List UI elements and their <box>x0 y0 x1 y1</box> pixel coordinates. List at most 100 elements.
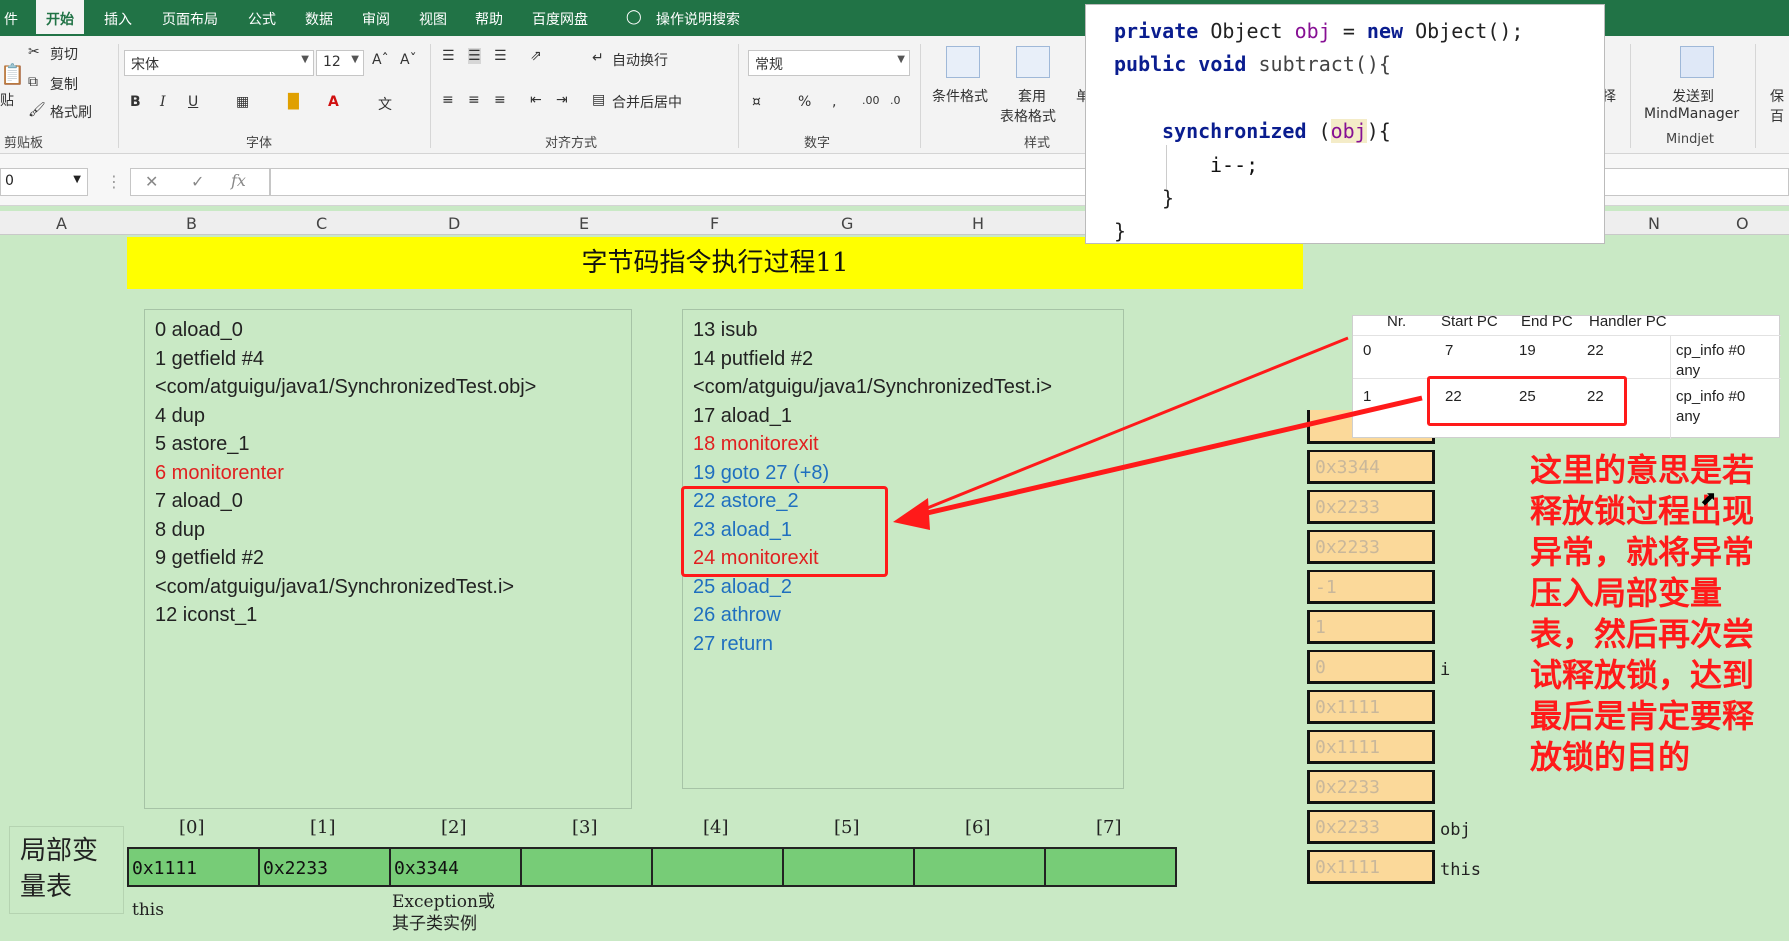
border-icon[interactable]: ▦ <box>236 94 250 110</box>
font-size-select[interactable]: 12▼ <box>316 50 364 76</box>
tab-review[interactable]: 审阅 <box>362 12 390 28</box>
exception-cell: 22 <box>1587 388 1604 405</box>
underline-button[interactable]: U <box>188 94 199 110</box>
name-box[interactable]: 0▼ <box>0 168 88 196</box>
align-bottom-icon[interactable]: ☰ <box>494 48 507 64</box>
column-header[interactable]: H <box>972 214 985 233</box>
orientation-icon[interactable]: ⇗ <box>530 48 542 64</box>
local-var-index: [7] <box>1096 817 1122 838</box>
number-format-select[interactable]: 常规▼ <box>748 50 910 76</box>
bytecode-line: 27 return <box>693 632 774 655</box>
wrap-text-icon[interactable]: ↵ <box>592 50 604 66</box>
bytecode-line: 17 aload_1 <box>693 404 792 427</box>
local-var-index: [5] <box>834 817 860 838</box>
font-name-select[interactable]: 宋体▼ <box>124 50 314 76</box>
exception-cell: any <box>1676 362 1701 379</box>
number-format-value: 常规 <box>755 57 783 73</box>
tell-me-search[interactable]: 操作说明搜索 <box>656 12 740 28</box>
bold-button[interactable]: B <box>130 94 141 110</box>
column-header[interactable]: A <box>56 214 67 233</box>
drag-handle-icon[interactable]: ⋮ <box>106 172 122 191</box>
column-header[interactable]: G <box>841 214 854 233</box>
group-divider <box>738 44 739 148</box>
table-format-label-2[interactable]: 表格格式 <box>1000 109 1056 125</box>
tab-help[interactable]: 帮助 <box>475 12 503 28</box>
conditional-format-icon[interactable] <box>946 46 980 78</box>
insert-function-button[interactable]: fx <box>231 171 246 190</box>
align-center-icon[interactable]: ≡ <box>468 92 480 108</box>
select-button[interactable]: 择 <box>1602 89 1616 105</box>
send-to-mindmanager-label[interactable]: MindManager <box>1644 106 1740 122</box>
decrease-decimal-icon[interactable]: .0 <box>890 94 901 107</box>
tab-file[interactable]: 件 <box>4 12 18 28</box>
tab-baidu-netdisk[interactable]: 百度网盘 <box>532 12 588 28</box>
format-painter-button[interactable]: 格式刷 <box>50 105 92 121</box>
bytecode-line: 12 iconst_1 <box>155 604 258 626</box>
paren: ( <box>1318 119 1331 143</box>
increase-indent-icon[interactable]: ⇥ <box>556 92 568 108</box>
column-header[interactable]: E <box>579 214 590 233</box>
increase-decimal-icon[interactable]: .00 <box>862 94 880 107</box>
tab-home[interactable]: 开始 <box>36 0 84 36</box>
column-header[interactable]: B <box>186 214 197 233</box>
column-header[interactable]: N <box>1648 214 1660 233</box>
operator: = <box>1342 19 1355 43</box>
stack-label-this: this <box>1440 860 1481 880</box>
comma-button[interactable]: , <box>832 94 837 110</box>
paste-icon[interactable]: 📋 <box>0 62 25 86</box>
bytecode-line: 8 dup <box>155 518 206 541</box>
increase-font-icon[interactable]: Aˆ <box>372 52 389 68</box>
type-name: Object <box>1210 19 1283 43</box>
divider <box>1353 335 1781 336</box>
merge-center-icon[interactable]: ▤ <box>592 92 606 108</box>
italic-button[interactable]: I <box>160 94 166 110</box>
decrease-font-icon[interactable]: Aˇ <box>400 52 417 68</box>
copy-icon[interactable]: ⧉ <box>28 74 38 90</box>
stack-cell: 0x1111 <box>1307 850 1435 884</box>
stack-cell: 0x2233 <box>1307 530 1435 564</box>
decrease-indent-icon[interactable]: ⇤ <box>530 92 542 108</box>
bytecode-line: 14 putfield #2 <box>693 347 814 370</box>
align-right-icon[interactable]: ≡ <box>494 92 506 108</box>
align-top-icon[interactable]: ☰ <box>442 48 455 64</box>
stack-cell: 1 <box>1307 610 1435 644</box>
column-header[interactable]: C <box>316 214 328 233</box>
wrap-text-button[interactable]: 自动换行 <box>612 53 668 69</box>
table-format-icon[interactable] <box>1016 46 1050 78</box>
percent-button[interactable]: % <box>798 94 812 110</box>
format-painter-icon[interactable]: 🖌 <box>28 102 46 118</box>
currency-icon[interactable]: ¤ <box>752 94 761 110</box>
cut-button[interactable]: 剪切 <box>50 47 78 63</box>
merge-center-button[interactable]: 合并后居中 <box>612 95 682 111</box>
cancel-icon[interactable]: ✕ <box>145 172 159 191</box>
fill-color-icon[interactable]: █ <box>288 94 299 110</box>
table-format-button[interactable]: 套用 <box>1018 89 1046 105</box>
exception-cell: cp_info #0 <box>1676 342 1746 359</box>
cut-icon[interactable]: ✂ <box>28 44 40 60</box>
local-var-note-this: this <box>132 900 164 920</box>
align-middle-icon[interactable]: ☰ <box>468 48 481 64</box>
conditional-format-button[interactable]: 条件格式 <box>932 89 988 105</box>
align-left-icon[interactable]: ≡ <box>442 92 454 108</box>
column-header[interactable]: D <box>448 214 461 233</box>
mindmanager-icon[interactable] <box>1680 46 1714 78</box>
copy-button[interactable]: 复制 <box>50 77 78 93</box>
exception-table: Nr. Start PC End PC Handler PC 0 7 19 22… <box>1352 313 1781 439</box>
keyword: new <box>1366 19 1404 43</box>
stack-cell: 0x1111 <box>1307 730 1435 764</box>
confirm-icon[interactable]: ✓ <box>191 172 205 191</box>
tab-formulas[interactable]: 公式 <box>248 12 276 28</box>
phonetic-icon[interactable]: 文 <box>378 97 392 113</box>
column-header[interactable]: F <box>710 214 720 233</box>
font-color-icon[interactable]: A <box>328 94 339 110</box>
local-var-cell: 0x1111 <box>127 847 260 887</box>
partial-button-2[interactable]: 百 <box>1770 109 1784 125</box>
tab-data[interactable]: 数据 <box>305 12 333 28</box>
column-header[interactable]: O <box>1736 214 1749 233</box>
tab-insert[interactable]: 插入 <box>104 12 132 28</box>
tab-view[interactable]: 视图 <box>419 12 447 28</box>
paste-button[interactable]: 贴 <box>0 93 14 109</box>
partial-button-1[interactable]: 保 <box>1770 89 1784 105</box>
tab-page-layout[interactable]: 页面布局 <box>162 12 218 28</box>
send-to-mindmanager-button[interactable]: 发送到 <box>1672 89 1714 105</box>
